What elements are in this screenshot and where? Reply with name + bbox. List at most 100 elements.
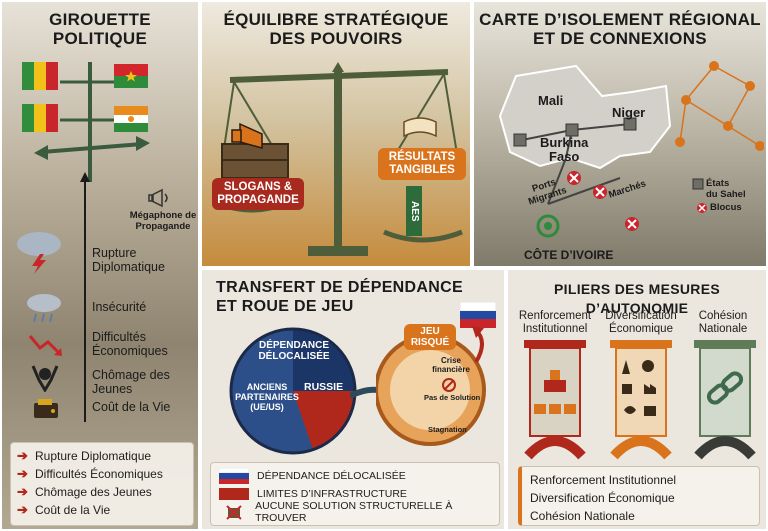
pillar1-line1: Renforcement [518, 310, 592, 322]
panel-piliers-autonomie: PILIERS DES MESURES D’AUTONOMIE Renforce… [506, 268, 768, 531]
wheel-left-label: ANCIENS PARTENAIRES (UE/US) [234, 382, 300, 412]
legend-item: ➔ Rupture Diplomatique [17, 447, 187, 465]
jeu-risque-badge: JEU RISQUÉ [404, 324, 456, 350]
pas-solution-label: Pas de Solution [424, 393, 481, 402]
scroll-icon [403, 117, 437, 138]
risky-game-wheel-icon [376, 326, 486, 446]
wheel-left-line2: PARTENAIRES [235, 392, 299, 402]
instability-item-line1: Difficultés [92, 330, 146, 344]
pillar3-line1: Cohésion [698, 310, 748, 322]
panel-transfert-dependance: TRANSFERT DE DÉPENDANCE ET ROUE DE JEU D… [200, 268, 506, 531]
crise-line1: Crise [440, 356, 461, 365]
legend-diversification: Diversification Économique [530, 491, 675, 505]
megaphone-label-line1: Mégaphone de [129, 210, 197, 221]
legend-item: ➔Chômage des Jeunes [17, 483, 187, 501]
panel1-legend: ➔ Rupture Diplomatique ➔ Difficultés Économ… [10, 442, 194, 526]
panel4-title-line2: ET ROUE DE JEU [216, 298, 354, 315]
red-arrow-icon: ➔ [17, 448, 28, 463]
instability-item-line1: Chômage des [92, 368, 170, 382]
slogans-badge-line2: PROPAGANDE [217, 194, 299, 206]
panel2-title: ÉQUILIBRE STRATÉGIQUE DES POUVOIRS [202, 10, 470, 48]
wheel-top-label: DÉPENDANCE DÉLOCALISÉE [246, 340, 342, 362]
infrastructure-swatch [219, 488, 249, 500]
legend-row-solution: AUCUNE SOLUTION STRUCTURELLE À TROUVER [219, 500, 491, 524]
cohesion-pillar-icon [694, 340, 756, 460]
legend-item-label: Difficultés Économiques [35, 467, 163, 481]
mali-flag-icon [22, 62, 58, 90]
legend-dependance: DÉPENDANCE DÉLOCALISÉE [257, 470, 406, 482]
panel4-title: TRANSFERT DE DÉPENDANCE ET ROUE DE JEU [216, 278, 504, 316]
blockade-legend-icon [697, 203, 707, 213]
panel1-title-line1: GIROUETTE [49, 10, 151, 29]
russia-flag-icon [460, 302, 496, 328]
instability-item: Insécurité [92, 300, 146, 314]
stagnation-label: Stagnation [428, 425, 467, 434]
megaphone-icon [148, 188, 168, 208]
instability-item: Coût de la Vie [92, 400, 170, 414]
slogans-badge-line1: SLOGANS & [223, 181, 293, 193]
niger-flag-icon [114, 106, 148, 132]
panel-carte-isolement: CARTE D’ISOLEMENT RÉGIONAL ET DE CONNEXI… [472, 0, 768, 268]
legend-row-infrastructure: LIMITES D’INFRASTRUCTURE [219, 485, 491, 503]
sahel-states-legend: États du Sahel [706, 178, 746, 200]
legend-item-label: Chômage des Jeunes [35, 485, 152, 499]
storm-cloud-icon [17, 232, 61, 274]
megaphone-label-line2: Propagande [135, 221, 191, 232]
crise-label: Crise financière [426, 356, 476, 374]
resultats-badge-line2: TANGIBLES [389, 164, 455, 176]
dependency-wheel-icon [229, 327, 357, 455]
wheel-top-line2: DÉLOCALISÉE [258, 351, 330, 362]
wheel-top-line1: DÉPENDANCE [258, 340, 329, 351]
panel4-legend: DÉPENDANCE DÉLOCALISÉE LIMITES D’INFRAST… [210, 462, 500, 526]
panel1-title: GIROUETTE POLITIQUE [2, 10, 198, 48]
pillar1-line2: Institutionnel [522, 323, 588, 335]
slogans-badge: SLOGANS & PROPAGANDE [212, 178, 304, 210]
panel-equilibre-strategique: ÉQUILIBRE STRATÉGIQUE DES POUVOIRS SLOGA… [200, 0, 472, 268]
blockade-icon-2 [593, 185, 607, 199]
blockade-icon [567, 171, 581, 185]
panel1-legend-list: ➔ Rupture Diplomatique ➔ Difficultés Économ… [17, 447, 187, 519]
sahel-map-icon [498, 61, 764, 238]
mali-flag-icon-2 [22, 104, 58, 132]
crossed-factory-icon [226, 505, 242, 520]
pillar-label-economique: Diversification Économique [596, 310, 686, 336]
instability-item-line2: Jeunes [92, 382, 133, 396]
panel-girouette-politique: GIROUETTE POLITIQUE Mégaphone de Propaga… [0, 0, 200, 531]
panel5-title: PILIERS DES MESURES D’AUTONOMIE [554, 281, 720, 316]
sahel-states-legend-icon [692, 178, 704, 190]
panel3-title-line2: ET DE CONNEXIONS [533, 29, 707, 48]
panel2-title-line1: ÉQUILIBRE STRATÉGIQUE [223, 10, 449, 29]
legend-cohesion: Cohésion Nationale [530, 509, 635, 523]
panel4-title-line1: TRANSFERT DE DÉPENDANCE [216, 279, 463, 296]
sahel-legend-line1: États [706, 178, 730, 189]
pillar-label-institutionnel: Renforcement Institutionnel [510, 310, 600, 336]
russia-flag-icon-small [219, 468, 249, 484]
panel3-title: CARTE D’ISOLEMENT RÉGIONAL ET DE CONNEXI… [474, 10, 766, 48]
weathervane-icon [34, 62, 150, 182]
institutional-pillar-icon [524, 340, 586, 460]
instability-item-line1: Coût de la Vie [92, 400, 171, 414]
legend-solution: AUCUNE SOLUTION STRUCTURELLE À TROUVER [255, 500, 453, 524]
instability-item-line2: Économiques [92, 344, 168, 358]
upward-arrow-icon [80, 172, 90, 422]
burkina-faso-flag-icon [114, 64, 148, 88]
country-mali: Mali [538, 93, 564, 108]
pillar2-line1: Diversification [605, 310, 677, 322]
panel3-title-line1: CARTE D’ISOLEMENT RÉGIONAL [479, 10, 761, 29]
pillar3-line2: Nationale [698, 323, 748, 335]
aes-ribbon: AES [406, 186, 422, 236]
red-arrow-icon: ➔ [17, 502, 28, 517]
wallet-icon [34, 399, 58, 418]
instability-item-line2: Diplomatique [92, 260, 165, 274]
cote-ivoire-label: CÔTE D’IVOIRE [524, 248, 614, 262]
falling-chart-icon [28, 335, 62, 356]
wooden-crate-icon [221, 122, 289, 179]
pillar-label-cohesion: Cohésion Nationale [678, 310, 766, 336]
legend-item-label: Rupture Diplomatique [35, 449, 152, 463]
panel1-title-line2: POLITIQUE [52, 29, 148, 48]
panel5-legend: Renforcement Institutionnel Diversificat… [518, 466, 760, 526]
resultats-badge-line1: RÉSULTATS [388, 151, 456, 163]
